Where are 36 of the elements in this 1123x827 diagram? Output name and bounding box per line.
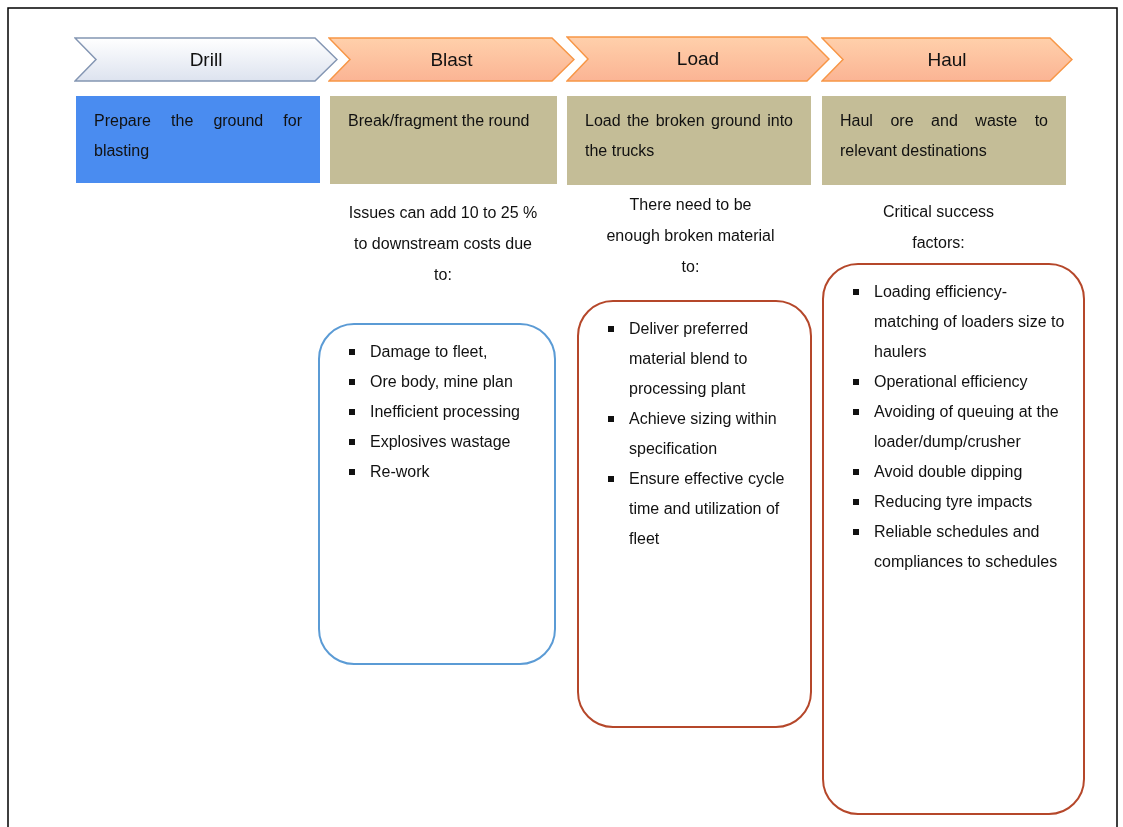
- description-box: [822, 96, 1066, 185]
- bullet-item: Ore body, mine plan: [370, 373, 513, 390]
- description-text: Break/fragment the round: [348, 111, 531, 131]
- step-banner: [328, 37, 575, 82]
- bullet-item: Inefficient processing: [370, 403, 520, 420]
- step-banner: [74, 37, 338, 82]
- bullet-item: Avoid double dipping: [874, 463, 1023, 480]
- bullet-item: Explosives wastage: [370, 433, 511, 450]
- section-heading: Critical success factors:: [881, 202, 996, 253]
- description-box: [330, 96, 557, 184]
- section-heading: There need to be enough broken material to:: [605, 195, 776, 277]
- bullet-item: Deliver preferred material blend to processing plant: [629, 320, 749, 397]
- step-label: Drill: [188, 48, 224, 71]
- rounded-list-box: [577, 300, 812, 728]
- description-box: [567, 96, 811, 185]
- rounded-list-box: [822, 263, 1085, 815]
- bullet-item: Achieve sizing within specification: [629, 410, 777, 457]
- description-text: Prepare the ground for blasting: [94, 111, 302, 161]
- bullet-item: Re-work: [370, 463, 430, 480]
- bullet-item: Reducing tyre impacts: [874, 493, 1033, 510]
- description-text: Load the broken ground into the trucks: [585, 111, 793, 161]
- bullet-item: Damage to fleet,: [370, 343, 488, 360]
- bullet-item: Loading efficiency- matching of loaders size to haulers: [874, 283, 1065, 360]
- step-banner: [821, 37, 1073, 82]
- step-banner: [566, 36, 830, 82]
- bullet-item: Ensure effective cycle time and utilization of fleet: [629, 470, 785, 547]
- bullet-item: Avoiding of queuing at the loader/dump/crusher: [874, 403, 1059, 450]
- description-text: Haul ore and waste to relevant destinations: [840, 111, 1048, 161]
- step-label: Load: [675, 48, 721, 70]
- bullet-item: Operational efficiency: [874, 373, 1028, 390]
- bullet-item: Reliable schedules and compliances to schedules: [874, 523, 1058, 570]
- step-label: Haul: [926, 48, 968, 71]
- step-label: Blast: [429, 48, 474, 71]
- description-box: [76, 96, 320, 183]
- section-heading: Issues can add 10 to 25 % to downstream costs due to:: [347, 203, 539, 285]
- rounded-list-box: [318, 323, 556, 665]
